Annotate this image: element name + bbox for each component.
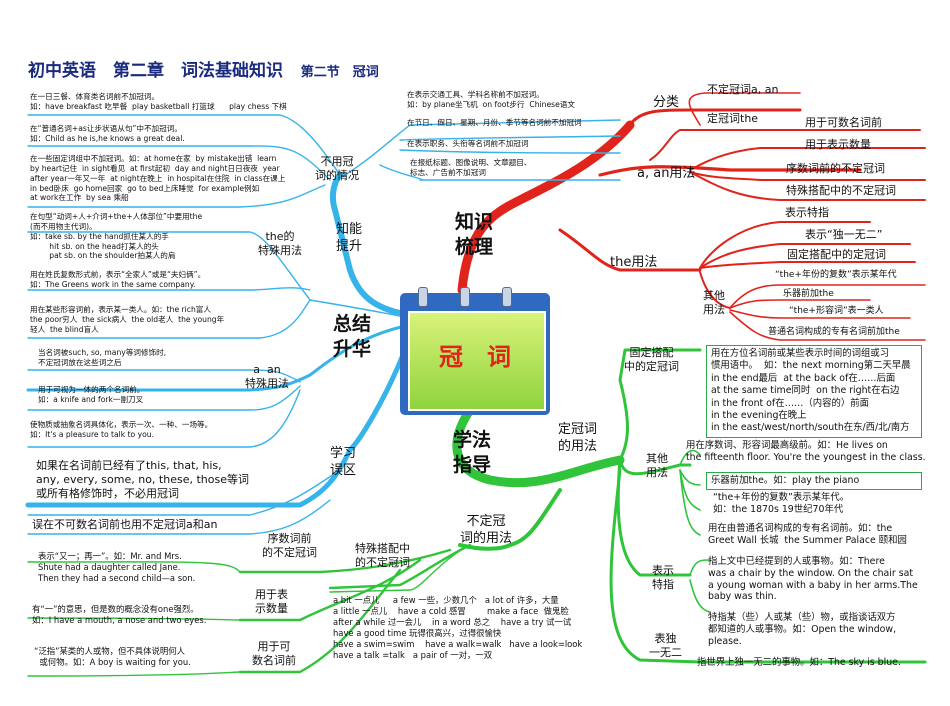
indef-ordinal-label: 序数词前 的不定冠词	[262, 532, 317, 559]
other-item-3: “the+形容词”表一类人	[789, 306, 884, 316]
indef-special-label: 特殊搭配中 的不定冠词	[355, 542, 410, 569]
mistake-note-1: 如果在名词前已经有了this, that, his, any, every, s…	[36, 459, 249, 500]
no-article-note-2: 在“普通名词+as让步状语从句”中不加冠词。 如：Child as he is,…	[30, 124, 185, 143]
classify-label: 分类	[653, 95, 680, 110]
def-specific-label: 表示 特指	[652, 564, 674, 591]
a-an-item-1: 用于可数名词前	[805, 116, 882, 129]
indef-usage-label: 不定冠 词的用法	[460, 514, 513, 546]
the-item-3: 固定搭配中的定冠词	[787, 248, 886, 261]
def-other-note-1: 用在序数词、形容词最高级前。如：He lives on the fifteent…	[686, 440, 926, 463]
def-other-note-4: 用在由普通名词构成的专有名词前。如：the Greet Wall 长城 the …	[708, 523, 907, 546]
def-other-note-2: 乐器前加the。如：play the piano	[706, 472, 922, 490]
a-an-item-4: 特殊搭配中的不定冠词	[786, 184, 896, 197]
no-article-note-3: 在一些固定词组中不加冠词。如：at home在家 by mistake出错 le…	[30, 154, 286, 203]
def-unique-label: 表独 一无二	[649, 632, 682, 659]
indef-countable-note: “泛指”某类的人或物，但不具体说明何人 或何物。如：A boy is waiti…	[34, 646, 191, 667]
indef-ordinal-note: 表示“又一；再一”。如：Mr. and Mrs. Shute had a dau…	[38, 551, 196, 583]
the-special-note-2: 用在姓氏复数形式前，表示“全家人”或是“夫妇俩”。 如：The Greens w…	[30, 270, 206, 289]
aan-special-label: a an 特殊用法	[245, 363, 289, 390]
other-item-1: “the+年份的复数”表示某年代	[775, 270, 897, 280]
no-article-note-7: 在报纸标题、图像说明、文章题目、 标志、广告前不加冠词	[410, 158, 532, 177]
def-fixed-label: 固定搭配 中的定冠词	[624, 346, 679, 373]
def-usage-label: 定冠词 的用法	[558, 422, 598, 454]
indef-quantity-label: 用于表 示数量	[255, 588, 288, 615]
the-usage-label: the用法	[610, 255, 658, 270]
other-usage-label: 其他 用法	[703, 289, 725, 316]
indef-countable-label: 用于可 数名词前	[252, 640, 296, 667]
def-fixed-note: 用在方位名词前或某些表示时间的词组或习 惯用语中。 如：the next mor…	[706, 345, 922, 438]
other-item-2: 乐器前加the	[783, 289, 834, 299]
aan-special-note-2: 用于可视为一体的两个名词前。 如：a knife and fork一副刀叉	[38, 385, 145, 404]
branch-improve: 知能 提升	[336, 222, 363, 254]
def-specific-note-1: 指上文中已经提到的人或事物。如：There was a chair by the…	[708, 556, 918, 603]
def-other-label: 其他 用法	[646, 452, 668, 479]
other-item-4: 普通名词构成的专有名词前加the	[768, 327, 900, 337]
page-title: 初中英语 第二章 词法基础知识 第二节 冠词	[28, 61, 379, 81]
no-article-label: 不用冠 词的情况	[315, 155, 359, 182]
center-label: 冠 词	[439, 343, 511, 371]
branch-learning: 学法 指导	[453, 429, 492, 476]
def-specific-note-2: 特指某（些）人或某（些）物，或指谈话双方 都知道的人或事物。如：Open the…	[708, 612, 897, 647]
center-calendar-icon: 冠 词	[400, 287, 550, 415]
the-item-1: 表示特指	[785, 206, 829, 219]
no-article-note-5: 在节日、假日、星期、月份、季节等名词前不加冠词	[407, 118, 582, 127]
branch-knowledge: 知识 梳理	[455, 211, 494, 258]
the-special-label: the的 特殊用法	[258, 230, 302, 257]
a-an-item-2: 用于表示数量	[805, 138, 871, 151]
aan-special-note-1: 当名词被such, so, many等词修饰时, 不定冠词放在这些词之后	[38, 348, 167, 367]
indef-quantity-note: 有“一”的意思，但是数的概念没有one强烈。 如：I have a mouth,…	[32, 604, 207, 625]
the-special-note-3: 用在某些形容词前，表示某一类人。如：the rich富人 the poor穷人 …	[30, 305, 225, 334]
a-an-usage-label: a, an用法	[637, 166, 696, 181]
no-article-note-1: 在一日三餐、体育类名词前不加冠词。 如：have breakfast 吃早餐 p…	[30, 92, 287, 111]
a-an-item-3: 序数词前的不定冠词	[786, 162, 885, 175]
def-article-label: 定冠词the	[707, 112, 759, 125]
no-article-note-4: 在表示交通工具、学科名称前不加冠词。 如：by plane坐飞机 on foot…	[407, 90, 575, 109]
mistake-note-2: 误在不可数名词前也用不定冠词a和an	[32, 518, 218, 531]
def-other-note-3: “the+年份的复数”表示某年代。 如：the 1870s 19世纪70年代	[713, 492, 850, 515]
no-article-note-6: 在表示职务、头衔等名词前不加冠词	[407, 139, 529, 148]
def-unique-note: 指世界上独一无二的事物。如：The sky is blue.	[697, 657, 901, 668]
the-item-2: 表示“独一无二”	[805, 228, 883, 241]
the-special-note-1: 在句型“动词+人+介词+the+人体部位”中要用the (而不用物主代词)。 如…	[30, 212, 203, 261]
red-branches	[457, 92, 926, 341]
branch-summary: 总结 升华	[333, 313, 372, 360]
branch-mistakes: 学习 误区	[330, 446, 357, 478]
indef-article-label: 不定冠词a, an	[707, 83, 779, 96]
green-branches	[27, 348, 927, 677]
blue-branches	[25, 114, 621, 535]
aan-special-note-3: 使物质或抽象名词具体化，表示一次、一种、一场等。 如：It's a pleasu…	[30, 420, 213, 439]
indef-special-note: a bit 一点儿 a few 一些，少数几个 a lot of 许多，大量 a…	[333, 595, 583, 660]
